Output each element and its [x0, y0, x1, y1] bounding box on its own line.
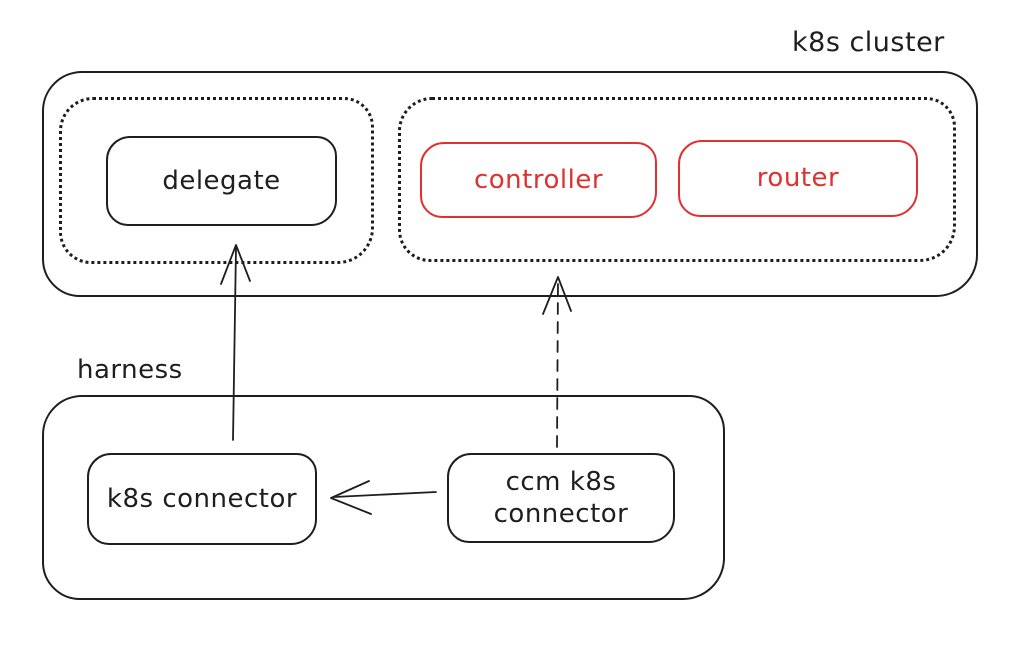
k8s-cluster-box [42, 71, 978, 297]
ccm-k8s-connector-node: ccm k8s connector [447, 453, 675, 543]
ccm-k8s-connector-label-line2: connector [493, 499, 629, 529]
router-node-label: router [756, 163, 840, 194]
k8s-cluster-label: k8s cluster [792, 27, 945, 58]
ccm-k8s-connector-label-line1: ccm k8s [505, 466, 617, 497]
delegate-node-label: delegate [162, 165, 281, 196]
control-group-box [398, 97, 956, 262]
controller-node: controller [420, 142, 657, 218]
harness-label: harness [77, 355, 183, 385]
k8s-connector-node-label: k8s connector [106, 483, 298, 514]
delegate-group-box [59, 97, 374, 264]
delegate-node: delegate [106, 136, 337, 226]
router-node: router [678, 140, 918, 217]
k8s-connector-node: k8s connector [87, 453, 317, 545]
controller-node-label: controller [473, 164, 604, 195]
harness-box [42, 395, 725, 600]
